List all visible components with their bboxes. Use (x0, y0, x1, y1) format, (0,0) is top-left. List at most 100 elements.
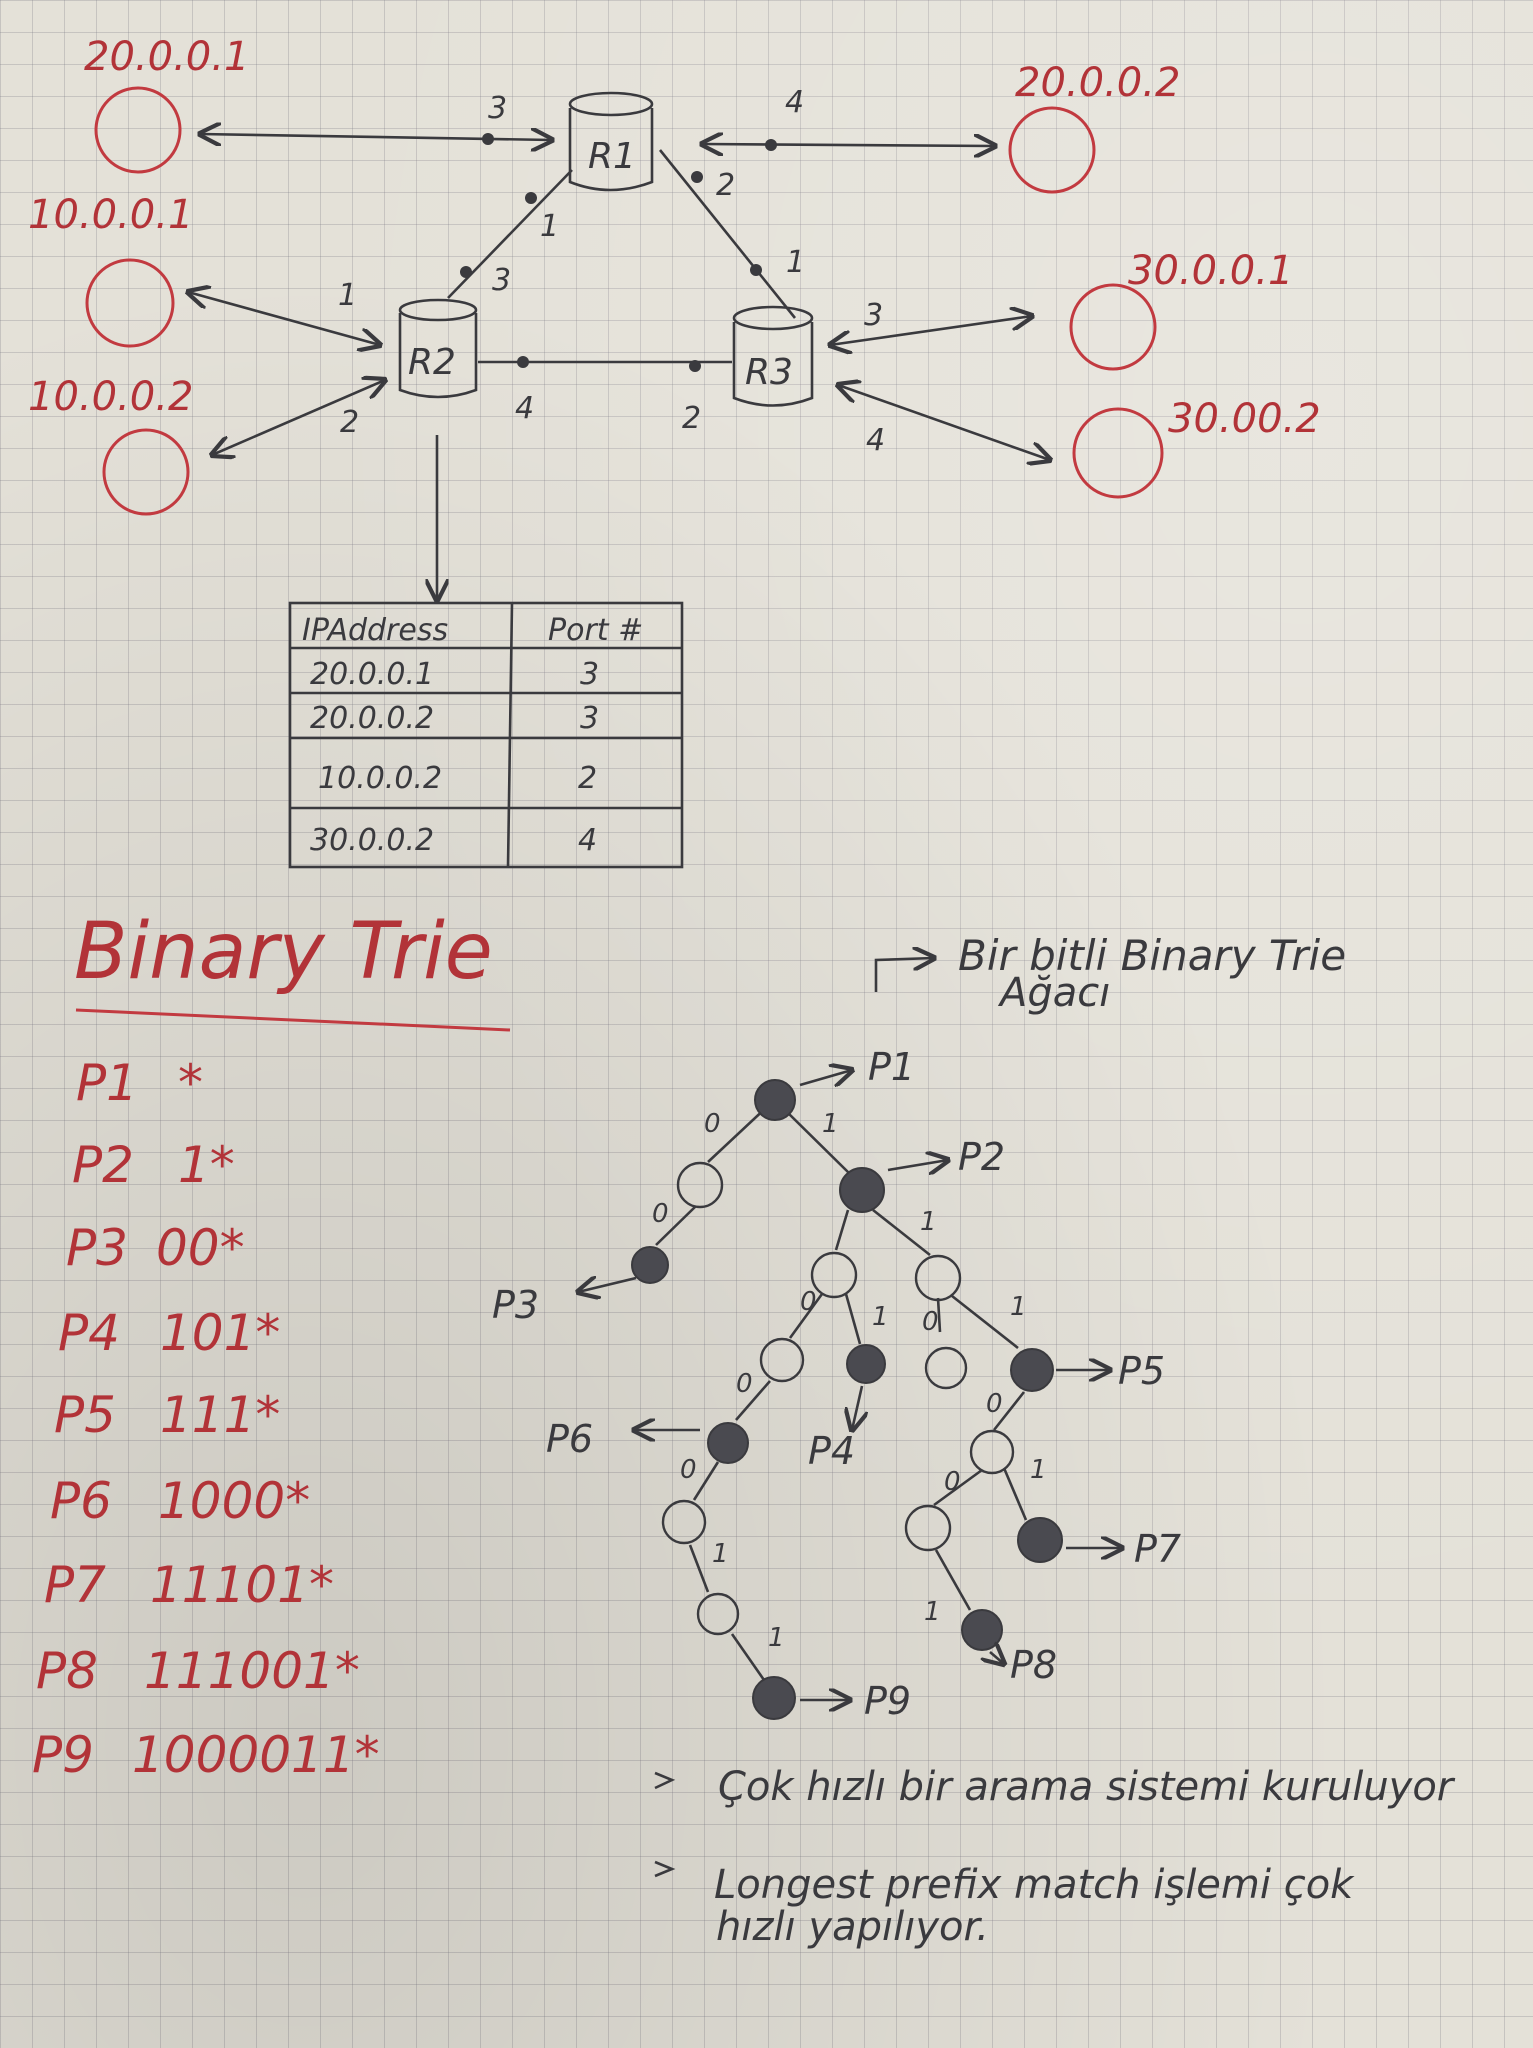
table-cell: 30.0.0.2 (310, 823, 434, 858)
table-cell: 3 (580, 701, 599, 736)
port-label: 1 (338, 278, 357, 313)
port-label: 3 (864, 298, 883, 333)
prefix-name: P8 (36, 1642, 98, 1700)
host-30-0-0-1 (1069, 283, 1157, 371)
router-r1-label: R1 (588, 136, 636, 177)
prefix-name: P7 (44, 1556, 106, 1614)
edge-label: 1 (822, 1109, 839, 1139)
binary-trie-tree: 0 1 0 1 0 1 0 1 0 0 0 0 1 1 1 1 (492, 1045, 1181, 1723)
edge-label: 0 (704, 1109, 721, 1139)
prefix-bits: * (178, 1054, 203, 1112)
prefix-bits: 1* (178, 1136, 235, 1194)
router-r3-label: R3 (745, 352, 793, 393)
port-label: 4 (515, 391, 534, 426)
port-label: 2 (682, 401, 701, 436)
edge-label: 1 (872, 1302, 889, 1332)
prefix-name: P2 (72, 1136, 134, 1194)
prefix-name: P1 (76, 1054, 138, 1112)
note-line: Çok hızlı bir arama sistemi kuruluyor (718, 1764, 1456, 1810)
table-cell: 3 (580, 657, 599, 692)
router-r2 (398, 298, 478, 399)
prefix-name: P5 (54, 1386, 116, 1444)
prefix-name: P6 (50, 1472, 112, 1530)
network-links (188, 134, 1050, 600)
trie-caption-line1: Bir bitli Binary Trie (958, 931, 1346, 980)
trie-label-p4: P4 (808, 1429, 855, 1473)
port-label: 1 (786, 245, 805, 280)
table-cell: 20.0.0.2 (310, 701, 434, 736)
table-cell: 10.0.0.2 (318, 761, 442, 796)
edge-label: 1 (1030, 1455, 1047, 1485)
trie-node (752, 1676, 796, 1720)
table-header-ip: IPAddress (302, 613, 448, 648)
trie-node (810, 1251, 858, 1299)
prefix-name: P4 (58, 1304, 120, 1362)
prefix-bits: 111* (160, 1386, 280, 1444)
host-address: 10.0.0.1 (28, 192, 193, 238)
edge-label: 0 (800, 1287, 817, 1317)
edge-label: 1 (920, 1207, 937, 1237)
edge-label: 0 (680, 1455, 697, 1485)
host-20-0-0-2 (1008, 106, 1096, 194)
trie-nodes (631, 1079, 1063, 1720)
port-label: 2 (716, 168, 735, 203)
edge-label: 0 (922, 1307, 939, 1337)
notes: Çok hızlı bir arama sistemi kuruluyor Lo… (654, 1764, 1456, 1950)
host-10-0-0-2 (102, 428, 190, 516)
router-r3 (732, 305, 814, 407)
routing-table: IPAddress Port # 20.0.0.1 3 20.0.0.2 3 1… (288, 601, 684, 869)
edge-label: 1 (924, 1597, 941, 1627)
table-cell: 20.0.0.1 (310, 657, 434, 692)
edge-label: 1 (1010, 1292, 1027, 1322)
trie-label-p3: P3 (492, 1283, 539, 1327)
host-address: 10.0.0.2 (28, 374, 193, 420)
trie-node (1010, 1348, 1054, 1392)
table-header-port: Port # (548, 613, 643, 648)
trie-prefix-section: Binary Trie P1 * P2 1* P3 00* P4 101* P5… (32, 907, 511, 1784)
edge-label: 1 (768, 1623, 785, 1653)
port-label: 4 (866, 423, 885, 458)
network-diagram: R1 R2 R3 3 (28, 34, 1321, 600)
edge-label: 1 (712, 1539, 729, 1569)
port-label: 3 (488, 91, 507, 126)
trie-node (904, 1504, 952, 1552)
trie-node (707, 1422, 749, 1464)
trie-node (1017, 1517, 1063, 1563)
trie-title: Binary Trie (74, 907, 493, 997)
trie-node (631, 1246, 669, 1284)
host-10-0-0-1 (85, 258, 175, 348)
prefix-name: P3 (66, 1219, 128, 1277)
trie-node (924, 1346, 968, 1390)
trie-node (676, 1161, 724, 1209)
prefix-bits: 1000011* (132, 1726, 380, 1784)
host-address: 20.0.0.1 (84, 34, 249, 80)
host-address: 30.00.2 (1168, 396, 1321, 442)
router-r2-label: R2 (408, 342, 456, 383)
trie-node (696, 1592, 740, 1636)
trie-caption: Bir bitli Binary Trie Ağacı (874, 931, 1346, 1016)
table-cell: 2 (578, 761, 597, 796)
port-label: 3 (492, 263, 511, 298)
trie-label-p2: P2 (958, 1135, 1005, 1179)
trie-node (759, 1337, 805, 1383)
note-line: Longest prefix match işlemi çok (714, 1862, 1355, 1908)
edge-label: 0 (986, 1389, 1003, 1419)
router-r1 (568, 91, 654, 192)
host-20-0-0-1 (94, 86, 182, 174)
table-cell: 4 (578, 823, 597, 858)
trie-node (661, 1499, 707, 1545)
edge-label: 0 (652, 1199, 669, 1229)
prefix-bits: 101* (160, 1304, 280, 1362)
prefix-bits: 111001* (144, 1642, 360, 1700)
trie-label-p1: P1 (868, 1045, 915, 1089)
trie-label-p9: P9 (864, 1679, 911, 1723)
host-30-0-0-2 (1072, 407, 1164, 499)
port-label: 4 (785, 85, 804, 120)
host-address: 30.0.0.1 (1128, 248, 1293, 294)
trie-node (846, 1344, 886, 1384)
port-dots (460, 133, 777, 372)
port-label: 2 (340, 405, 359, 440)
port-label: 1 (540, 209, 559, 244)
edge-label: 0 (736, 1369, 753, 1399)
